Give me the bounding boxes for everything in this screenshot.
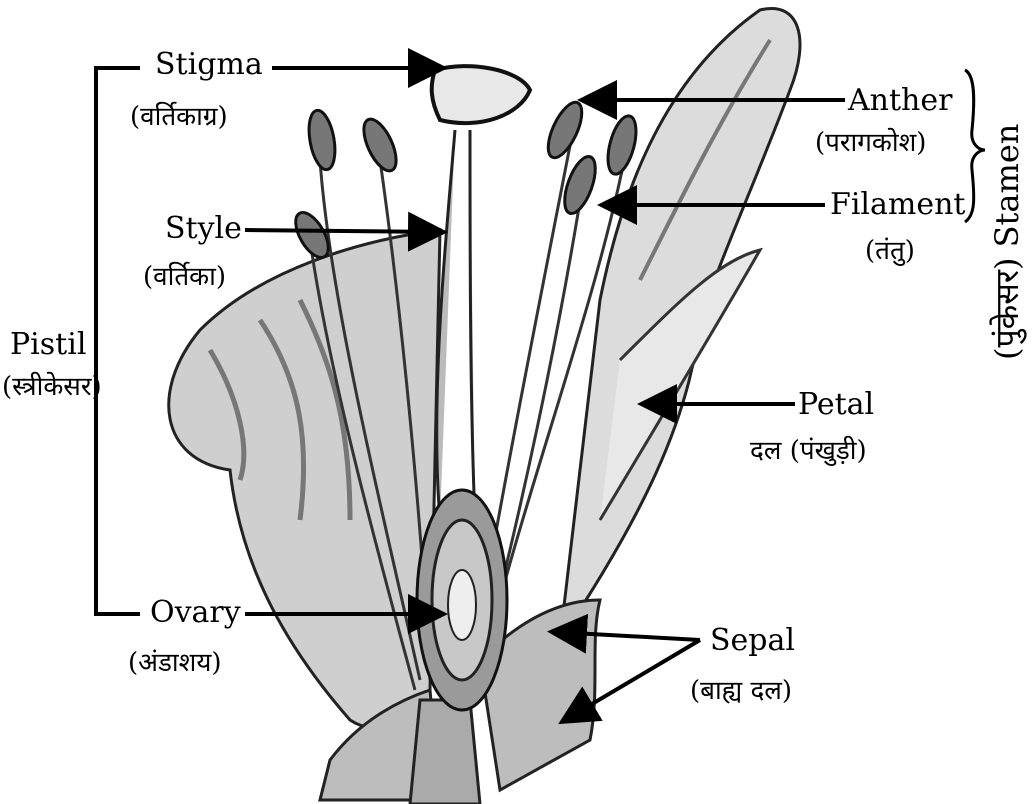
filament-label: Filament (830, 187, 966, 222)
stamen-brace (964, 68, 986, 224)
pistil-hindi-label: (स्त्रीकेसर) (2, 372, 102, 402)
style (435, 129, 477, 521)
filament-hindi-label: (तंतु) (865, 236, 915, 266)
stamen-hindi-label: (पुंकेसर) (988, 257, 1026, 360)
stamen-label: (पुंकेसर) Stamen (985, 124, 1028, 360)
ovary-hindi-label: (अंडाशय) (128, 648, 222, 678)
stigma-hindi-label: (वर्तिकाग्र) (130, 102, 228, 132)
stigma-label: Stigma (155, 47, 263, 82)
anther-hindi-label: (परागकोश) (815, 128, 927, 158)
petal-hindi-label: दल (पंखुड़ी) (750, 436, 867, 466)
anther-label: Anther (848, 83, 953, 118)
pistil-bracket (94, 66, 140, 616)
style-hindi-label: (वर्तिका) (143, 262, 226, 292)
pistil-label: Pistil (10, 327, 87, 362)
stamen-english-label: Stamen (988, 123, 1026, 248)
ovary-label: Ovary (150, 595, 241, 630)
stigma (429, 64, 533, 126)
petal-label: Petal (798, 387, 875, 422)
sepal-hindi-label: (बाह्य दल) (690, 676, 793, 706)
style-label: Style (165, 211, 242, 246)
sepal-label: Sepal (710, 623, 795, 658)
